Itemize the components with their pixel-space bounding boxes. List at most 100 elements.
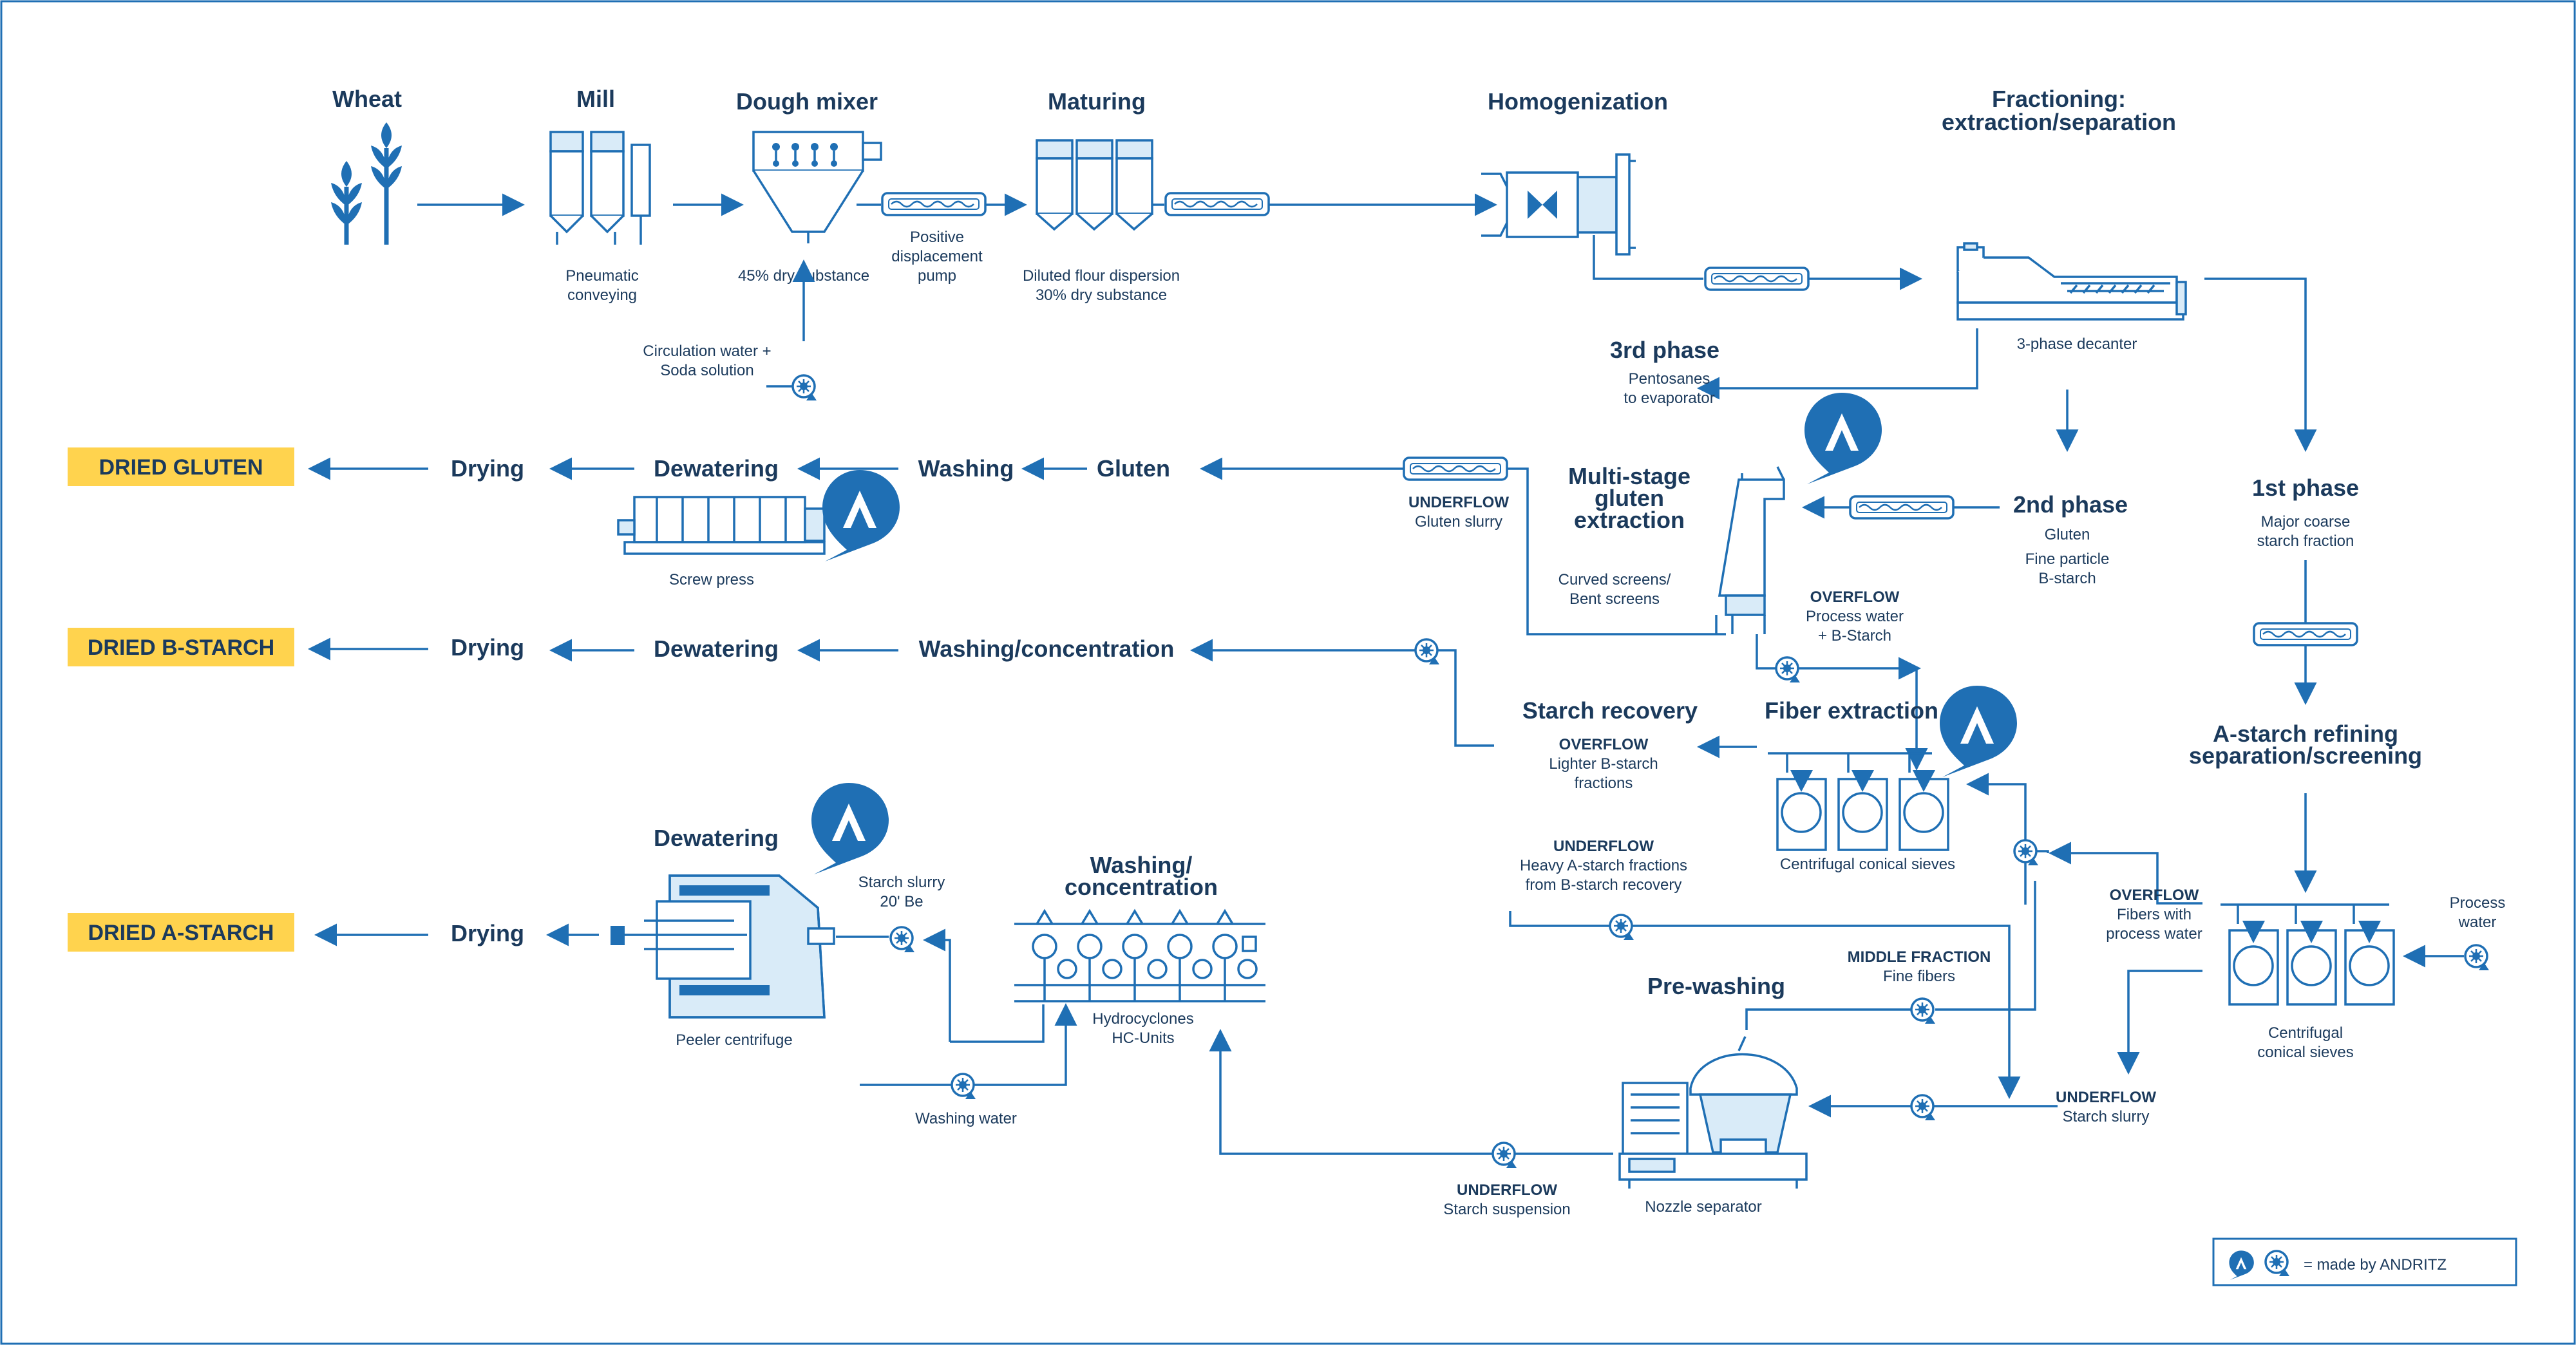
label-pentosanes-1: Pentosanes <box>1629 370 1710 388</box>
label-pump-2: displacement <box>891 248 983 265</box>
product-badge-dried-b-starch: DRIED B-STARCH <box>68 628 294 666</box>
label-overflow-fibers-2: Fibers with <box>2117 906 2192 923</box>
andritz-logo-icon <box>1940 686 2017 777</box>
heading-pre-washing: Pre-washing <box>1647 973 1785 999</box>
heading-third-phase: 3rd phase <box>1610 337 1719 363</box>
heading-drying-b: Drying <box>451 634 524 661</box>
label-overflow-pw-1: OVERFLOW <box>1810 588 1900 606</box>
pump-icon <box>951 1073 977 1100</box>
heading-dough-mixer: Dough mixer <box>736 88 878 115</box>
heading-second-phase: 2nd phase <box>2013 491 2128 518</box>
label-curved-2: Bent screens <box>1569 590 1660 608</box>
label-overflow-pw-3: + B-Starch <box>1818 627 1891 644</box>
heading-dewatering-b: Dewatering <box>654 635 779 662</box>
label-pentosanes-2: to evaporator <box>1624 390 1714 407</box>
label-overflow-fibers-3: process water <box>2106 925 2202 943</box>
label-overflow-fibers-1: OVERFLOW <box>2110 887 2199 904</box>
heading-washing-concentration-b: Washing/concentration <box>919 635 1175 662</box>
label-dried-b-starch: DRIED B-STARCH <box>88 635 274 660</box>
label-underflow-gluten-2: Gluten slurry <box>1415 513 1502 531</box>
label-underflow-slurry-1: UNDERFLOW <box>2056 1089 2156 1106</box>
heading-fractioning-2: extraction/separation <box>1942 109 2176 135</box>
label-middle-1: MIDDLE FRACTION <box>1848 948 1991 966</box>
legend: = made by ANDRITZ <box>2212 1237 2517 1286</box>
heading-drying-gluten: Drying <box>451 455 524 482</box>
positive-displacement-pump-icon <box>881 192 987 216</box>
pump-icon <box>889 926 916 954</box>
heading-wheat: Wheat <box>332 86 402 112</box>
pump-icon <box>2464 944 2490 972</box>
heading-starch-recovery: Starch recovery <box>1522 697 1698 724</box>
label-dried-a-starch: DRIED A-STARCH <box>88 921 274 945</box>
label-dried-gluten: DRIED GLUTEN <box>99 455 263 480</box>
label-pneumatic-2: conveying <box>567 287 637 304</box>
wheat-icon <box>331 122 402 245</box>
andritz-logo-icon <box>822 470 900 561</box>
label-pump-3: pump <box>918 267 956 285</box>
label-curved-1: Curved screens/ <box>1558 571 1671 588</box>
label-overflow-lb-1: OVERFLOW <box>1559 736 1649 753</box>
label-process-water-1: Process <box>2450 894 2506 912</box>
peeler-centrifuge-icon <box>611 874 835 1019</box>
label-circulation-2: Soda solution <box>660 362 753 379</box>
label-ccs-a-1: Centrifugal <box>2268 1024 2343 1042</box>
centrifugal-conical-sieves-icon <box>1768 752 1949 851</box>
label-peeler: Peeler centrifuge <box>676 1031 792 1049</box>
conveyor-icon <box>2253 622 2358 646</box>
label-overflow-pw-2: Process water <box>1806 608 1904 625</box>
pump-icon <box>791 374 818 402</box>
product-badge-dried-a-starch: DRIED A-STARCH <box>68 913 294 952</box>
label-hydro-1: Hydrocyclones <box>1092 1010 1193 1028</box>
label-starch-slurry-2: 20' Be <box>880 893 923 910</box>
label-fine-particle-2: B-starch <box>2038 570 2096 587</box>
heading-washing-conc-a-1: Washing/ <box>1090 852 1193 878</box>
label-underflow-heavy-1: UNDERFLOW <box>1553 838 1654 855</box>
homogenizer-icon <box>1481 153 1636 256</box>
heading-drying-a: Drying <box>451 920 524 946</box>
heading-gluten: Gluten <box>1097 455 1170 482</box>
heading-first-phase: 1st phase <box>2252 475 2359 501</box>
heading-fiber-extraction: Fiber extraction <box>1765 697 1938 724</box>
label-gluten-2nd: Gluten <box>2045 526 2090 543</box>
heading-maturing: Maturing <box>1048 88 1146 115</box>
pump-icon <box>1775 656 1801 684</box>
heading-fractioning-1: Fractioning: <box>1992 86 2126 112</box>
heading-washing: Washing <box>918 455 1014 482</box>
label-screw-press: Screw press <box>669 571 754 588</box>
label-overflow-lb-2: Lighter B-starch <box>1549 755 1658 773</box>
nozzle-separator-icon <box>1618 1036 1808 1189</box>
curved-screens-icon <box>1715 466 1785 634</box>
label-underflow-susp-2: Starch suspension <box>1443 1201 1570 1218</box>
label-underflow-susp-1: UNDERFLOW <box>1457 1181 1557 1199</box>
heading-multistage-2: gluten <box>1595 485 1664 511</box>
conveyor-icon <box>1403 456 1508 481</box>
pump-icon <box>1492 1142 1518 1169</box>
label-middle-2: Fine fibers <box>1883 968 1955 985</box>
label-decanter: 3-phase decanter <box>2017 335 2137 353</box>
centrifugal-conical-sieves-icon <box>2221 903 2395 1006</box>
dough-mixer-icon <box>752 131 882 243</box>
mill-silos-icon <box>549 131 651 245</box>
pump-icon <box>1609 914 1635 941</box>
heading-a-starch-1: A-starch refining <box>2213 720 2398 747</box>
label-major-coarse-2: starch fraction <box>2257 532 2354 550</box>
label-diluted-1: Diluted flour dispersion <box>1023 267 1180 285</box>
label-nozzle: Nozzle separator <box>1645 1198 1761 1216</box>
label-process-water-2: water <box>2458 914 2497 931</box>
conveyor-icon <box>1704 267 1810 291</box>
label-overflow-lb-3: fractions <box>1575 775 1633 792</box>
label-circulation-1: Circulation water + <box>643 343 771 360</box>
heading-a-starch-2: separation/screening <box>2189 742 2422 769</box>
screw-press-icon <box>617 496 826 555</box>
heading-multistage-1: Multi-stage <box>1568 463 1690 489</box>
heading-multistage-3: extraction <box>1574 507 1685 533</box>
heading-washing-conc-a-2: concentration <box>1065 874 1218 900</box>
label-underflow-slurry-2: Starch slurry <box>2063 1108 2150 1125</box>
label-underflow-heavy-2: Heavy A-starch fractions <box>1520 857 1687 874</box>
heading-mill: Mill <box>576 86 615 112</box>
label-underflow-heavy-3: from B-starch recovery <box>1526 876 1682 894</box>
heading-dewatering-gluten: Dewatering <box>654 455 779 482</box>
label-diluted-2: 30% dry substance <box>1036 287 1167 304</box>
